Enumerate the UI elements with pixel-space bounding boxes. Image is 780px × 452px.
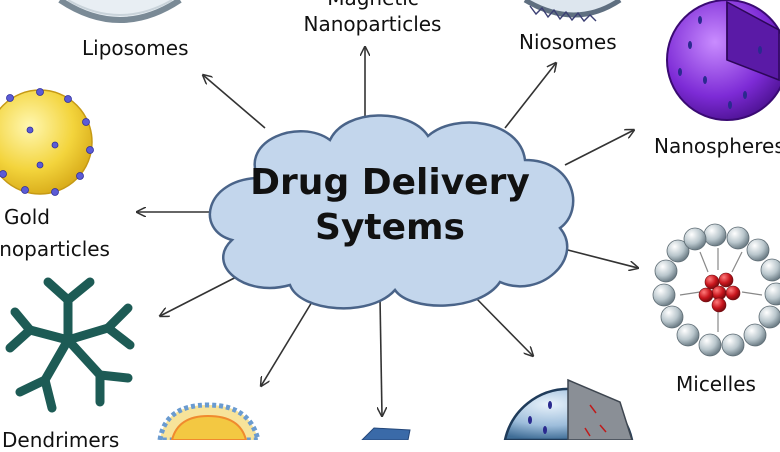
label-magnetic-line1: Magnetic bbox=[298, 0, 448, 10]
center-title-line2: Sytems bbox=[315, 207, 465, 248]
label-gold-line1: Gold bbox=[4, 205, 50, 229]
arrow-bottom-right bbox=[469, 291, 533, 356]
label-magnetic-line2: Nanoparticles bbox=[303, 12, 442, 36]
label-gold-line2: Nanoparticles bbox=[0, 237, 110, 261]
arrow-bottom-left bbox=[261, 291, 319, 386]
label-niosomes: Niosomes bbox=[519, 30, 617, 54]
nanocapsule-image bbox=[503, 378, 634, 440]
center-title: Drug Delivery Sytems bbox=[205, 160, 575, 250]
central-cloud bbox=[208, 114, 575, 310]
niosome-image bbox=[523, 0, 622, 23]
bottom-liposome-image bbox=[157, 402, 261, 440]
diagram-canvas bbox=[0, 0, 780, 440]
arrow-liposomes bbox=[203, 75, 266, 129]
dendrimer-image bbox=[5, 277, 135, 413]
arrow-niosomes bbox=[504, 63, 556, 129]
label-micelles: Micelles bbox=[676, 372, 756, 396]
liposome-image bbox=[58, 0, 182, 23]
micelle-image bbox=[652, 223, 780, 357]
label-liposomes: Liposomes bbox=[82, 36, 189, 60]
nanosphere-image bbox=[666, 0, 780, 121]
bottom-center-particle-image bbox=[361, 427, 411, 440]
gold-nanoparticle-image bbox=[0, 88, 94, 196]
label-nanospheres: Nanospheres bbox=[654, 134, 780, 158]
center-title-line1: Drug Delivery bbox=[250, 162, 530, 203]
arrow-micelles bbox=[559, 247, 638, 268]
arrow-bottom-center bbox=[380, 297, 382, 416]
label-dendrimers: Dendrimers bbox=[2, 428, 120, 452]
arrow-nanospheres bbox=[564, 130, 634, 166]
